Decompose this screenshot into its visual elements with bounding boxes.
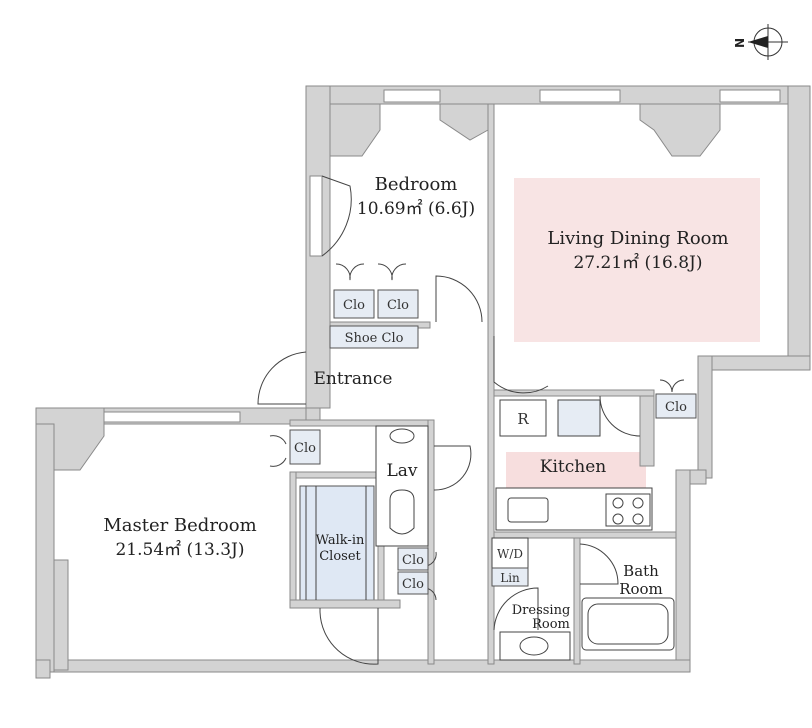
lav-name: Lav [386, 461, 417, 481]
north-compass-icon: N [733, 24, 788, 60]
bath-line1: Bath [623, 562, 659, 580]
washer-dryer-box [491, 537, 529, 571]
refrigerator-box [499, 399, 547, 437]
clo-label-5: Clo [402, 577, 424, 592]
room-labels: Bedroom 10.69㎡ (6.6J) Living Dining Room… [103, 174, 728, 632]
washer-dryer-label: W/D [497, 547, 523, 561]
linen-label: Lin [500, 571, 520, 585]
door-swings [257, 175, 685, 665]
bedroom-name: Bedroom [375, 174, 458, 195]
kitchen-sink [507, 497, 549, 523]
compass-north-letter: N [733, 38, 747, 48]
living-area: 27.21㎡ (16.8J) [573, 253, 702, 273]
kitchen-cabinet [557, 399, 601, 437]
master-name: Master Bedroom [103, 515, 256, 536]
living-highlight [514, 178, 760, 342]
kitchen-highlight [506, 452, 646, 488]
dressing-line1: Dressing [512, 603, 571, 618]
dressing-line2: Room [532, 617, 570, 632]
master-area: 21.54㎡ (13.3J) [115, 540, 244, 560]
living-name: Living Dining Room [547, 228, 728, 249]
fixtures [305, 399, 675, 661]
clo-label-3: Clo [294, 441, 316, 456]
bath-line2: Room [619, 580, 663, 598]
shoe-clo-label: Shoe Clo [345, 331, 404, 346]
walkin-line1: Walk-in [316, 533, 365, 548]
toilet [389, 489, 415, 535]
refrigerator-label: R [517, 410, 529, 428]
clo-label-2: Clo [387, 298, 409, 313]
windows [103, 89, 781, 423]
wash-basin [389, 428, 415, 444]
bedroom-area: 10.69㎡ (6.6J) [357, 199, 475, 219]
clo-label-4: Clo [402, 553, 424, 568]
walkin-line2: Closet [319, 549, 361, 564]
closet-tags: Clo Clo Shoe Clo Clo Clo Clo Clo R W/D L… [289, 289, 697, 595]
clo-label-6: Clo [665, 400, 687, 415]
clo-label-1: Clo [343, 298, 365, 313]
cooktop [605, 493, 651, 527]
entrance-name: Entrance [314, 369, 393, 389]
kitchen-name: Kitchen [540, 457, 606, 477]
walk-in-closet-fill [299, 485, 375, 603]
